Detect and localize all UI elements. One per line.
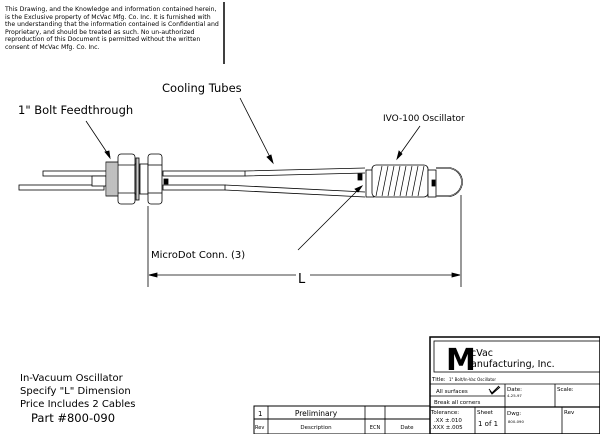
rev-number: 1 <box>258 410 262 418</box>
rev-label: Rev <box>564 410 575 416</box>
tolerance-xx: .XX ±.010 <box>434 418 462 424</box>
dwg-value: 800-090 <box>508 419 524 424</box>
oscillator-callout: IVO-100 Oscillator <box>383 114 465 124</box>
company-line2: anufacturing, Inc. <box>471 359 555 370</box>
microdot-callout: MicroDot Conn. (3) <box>151 250 245 261</box>
title-block <box>429 336 600 434</box>
feedthrough-callout: 1" Bolt Feedthrough <box>18 103 133 117</box>
upper-rod <box>42 170 114 177</box>
tolerance-xxx: .XXX ±.005 <box>431 425 463 431</box>
rev-description: Preliminary <box>295 409 338 418</box>
logo-mark: M <box>446 343 476 378</box>
hex-nut <box>117 153 136 205</box>
date-label: Date: <box>507 387 522 393</box>
tolerance-label: Tolerance: <box>430 410 459 416</box>
note-line: Specify "L" Dimension <box>20 386 131 397</box>
finish-check-icon <box>488 385 501 395</box>
lower-rod <box>18 184 105 191</box>
scale-label: Scale: <box>557 387 574 393</box>
washer <box>135 157 140 201</box>
ecn-header: ECN <box>370 425 381 431</box>
sheet-value: 1 of 1 <box>478 420 498 428</box>
coil <box>371 164 429 198</box>
title-value: 1" Bolt/In-Vac Oscillator <box>449 377 496 382</box>
rev-header: Rev <box>255 425 264 431</box>
note-line: In-Vacuum Oscillator <box>20 373 123 384</box>
sheet-label: Sheet <box>477 410 494 416</box>
part-number: Part #800-090 <box>31 411 116 425</box>
description-header: Description <box>300 425 332 431</box>
note-line: Price Includes 2 Cables <box>20 399 136 410</box>
break-corners: Break all corners <box>434 400 480 406</box>
upper-cooling-tube <box>162 170 246 177</box>
notes: In-Vacuum Oscillator Specify "L" Dimensi… <box>20 372 136 425</box>
all-surfaces: All surfaces <box>436 389 468 395</box>
dwg-label: Dwg: <box>507 411 521 417</box>
connector <box>91 175 107 187</box>
leaders <box>85 97 421 251</box>
company-line1: cVac <box>471 348 493 359</box>
jam-nut <box>147 153 163 205</box>
oscillator-assembly <box>18 153 463 205</box>
date-header: Date <box>400 425 414 431</box>
cooling-tubes-callout: Cooling Tubes <box>162 81 242 95</box>
proprietary-notice: This Drawing, and the Knowledge and info… <box>5 6 219 51</box>
title-label: Title: <box>431 377 446 383</box>
dimension-L <box>147 195 462 287</box>
lower-cooling-tube <box>162 184 226 191</box>
dimension-label: L <box>298 272 306 287</box>
date-value: 4-25-97 <box>507 393 522 398</box>
